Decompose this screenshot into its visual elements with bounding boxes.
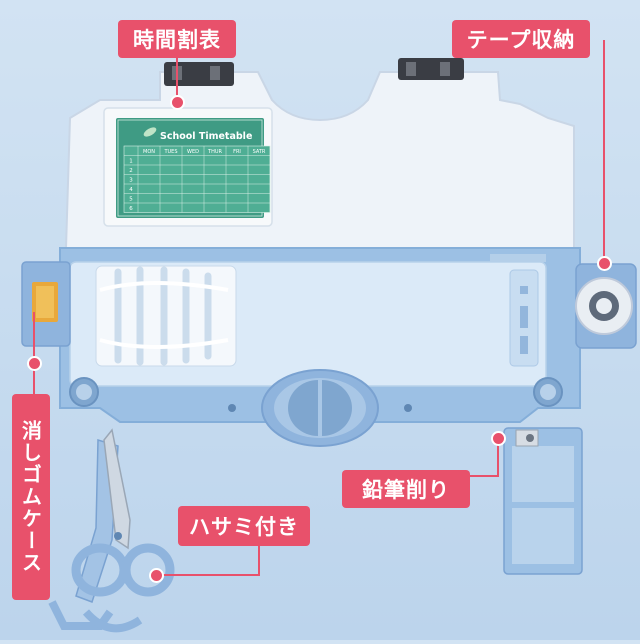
sharpener-leader-h — [470, 475, 499, 477]
timetable-period-4: 5 — [129, 197, 133, 203]
timetable-period-3: 4 — [129, 187, 133, 193]
timetable-day-1: TUES — [163, 149, 177, 155]
screw-right — [533, 377, 563, 407]
scissors — [48, 428, 175, 633]
label-tape-storage: テープ収納 — [452, 20, 590, 58]
screw-left — [69, 377, 99, 407]
sharpener-drawer — [503, 427, 583, 575]
timetable-day-0: MON — [143, 149, 155, 155]
pencil-guide — [95, 265, 237, 367]
timetable-day-2: WED — [187, 149, 199, 155]
timetable-day-5: SATR — [253, 149, 266, 155]
timetable-grid-bg — [123, 145, 271, 213]
scissors-dot — [149, 568, 164, 583]
timetable-dot — [170, 95, 185, 110]
timetable-period-1: 2 — [129, 168, 133, 174]
eraser-leader — [33, 312, 35, 396]
timetable-day-4: FRI — [233, 149, 241, 155]
timetable-title: School Timetable — [160, 131, 252, 142]
tape-holder — [575, 263, 637, 349]
sharpener-leader-v — [497, 436, 499, 476]
label-timetable: 時間割表 — [118, 20, 236, 58]
scissors-leader-v — [258, 526, 260, 576]
label-eraser-case: 消しゴムケース — [12, 394, 50, 600]
timetable-leader — [176, 56, 178, 100]
eraser-dot — [27, 356, 42, 371]
scissors-leader-h2 — [160, 574, 260, 576]
timetable-period-2: 3 — [129, 178, 133, 184]
tape-dot — [597, 256, 612, 271]
sharpener-dot — [491, 431, 506, 446]
release-buttons — [228, 369, 412, 447]
label-scissors: ハサミ付き — [178, 506, 310, 546]
timetable-grid: MON TUES WED THUR FRI SATR 1 2 3 4 5 6 — [123, 145, 271, 213]
tape-leader — [603, 40, 605, 262]
label-sharpener: 鉛筆削り — [342, 470, 470, 508]
timetable-period-0: 1 — [129, 159, 133, 165]
timetable-leaf-icon — [143, 127, 157, 137]
timetable-period-5: 6 — [129, 206, 133, 212]
timetable-day-3: THUR — [207, 149, 222, 155]
